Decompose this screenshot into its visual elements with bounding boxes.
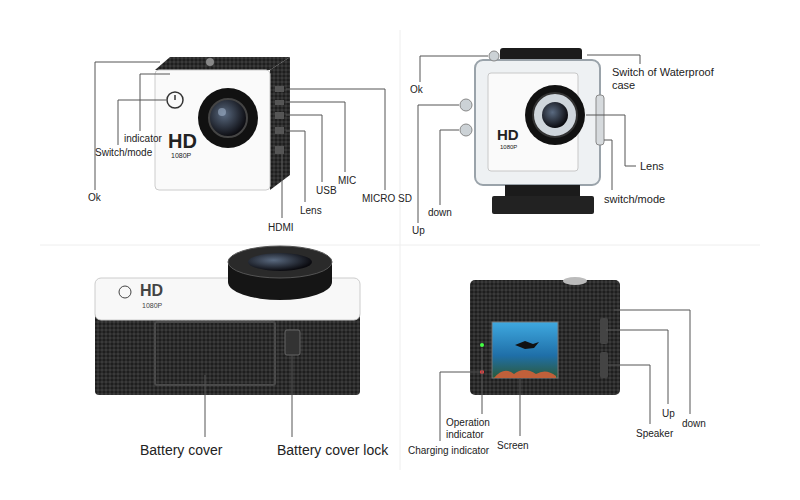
leader-lines [95, 62, 385, 218]
camera-front [155, 57, 290, 190]
part-label: Screen [497, 440, 529, 452]
product-marking: 1080P [171, 152, 191, 160]
part-label: indicator [124, 133, 162, 145]
product-marking: HD [497, 126, 519, 143]
part-label: switch/mode [604, 193, 665, 206]
part-label: MICRO SD [362, 193, 412, 205]
camera-back [470, 277, 620, 395]
leader-lines [205, 355, 292, 437]
part-label: Battery cover lock [277, 442, 388, 458]
part-label: Ok [410, 84, 423, 96]
product-marking: HD [168, 130, 197, 153]
part-label: USB [316, 185, 337, 197]
part-label: Switch of Waterproof case [612, 66, 722, 91]
part-label: Charging indicator [408, 445, 489, 457]
camera-in-waterproof-case [460, 48, 604, 214]
part-label: Operation indicator [446, 417, 508, 440]
part-label: Up [412, 225, 425, 237]
leader-lines [440, 310, 690, 441]
part-label: down [682, 418, 706, 430]
part-label: down [428, 207, 452, 219]
part-label: Lens [640, 160, 664, 173]
part-label: Ok [88, 192, 101, 204]
part-label: Up [662, 408, 675, 420]
part-label: MIC [338, 175, 356, 187]
product-marking: HD [140, 282, 163, 300]
part-label: HDMI [268, 222, 294, 234]
part-label: Lens [300, 205, 322, 217]
product-marking: 1080P [142, 302, 162, 310]
part-label: Battery cover [140, 442, 222, 458]
part-label: Switch/mode [95, 147, 152, 159]
camera-side [95, 246, 360, 395]
product-marking: 1080P [500, 144, 517, 151]
part-label: Speaker [636, 428, 673, 440]
